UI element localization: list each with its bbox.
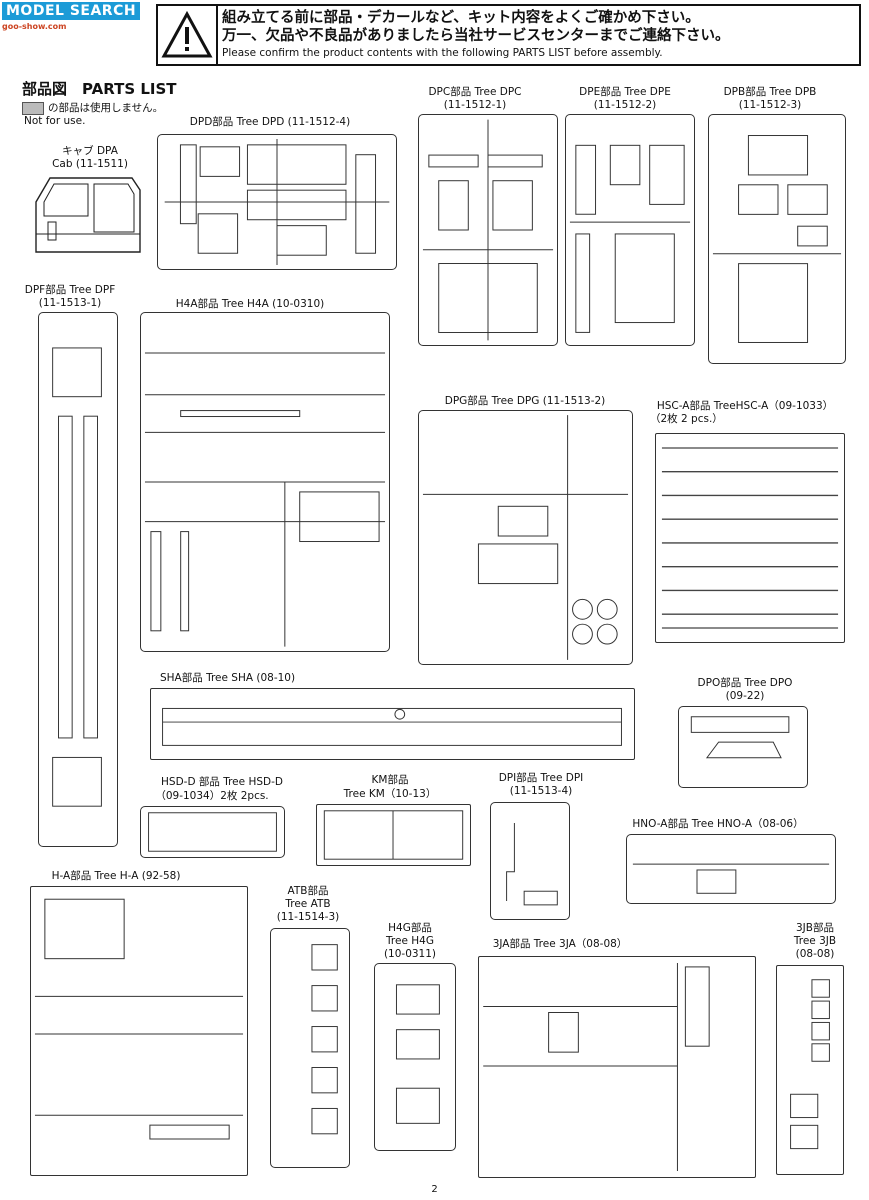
warning-banner: 組み立てる前に部品・デカールなど、キット内容をよくご確かめ下さい。 万一、欠品や… (156, 4, 861, 66)
tree-sha (150, 688, 635, 760)
tree-atb-code: Tree ATB (285, 898, 331, 910)
tree-3ja-name: 3JA部品 Tree 3JA（08-08） (492, 938, 628, 950)
tree-3jb-code: Tree 3JB (793, 935, 837, 947)
legend-jp: の部品は使用しません。 (48, 102, 164, 114)
tree-hsdd-name: HSD-D 部品 Tree HSD-D (161, 776, 283, 788)
tree-dpg-name: DPG部品 Tree DPG (11-1513-2) (444, 395, 606, 407)
page-title: 部品図 PARTS LIST (22, 80, 177, 98)
tree-h4a (140, 312, 390, 652)
tree-h4a-name: H4A部品 Tree H4A (10-0310) (175, 298, 325, 310)
tree-dpo (678, 706, 808, 788)
tree-km (316, 804, 471, 866)
tree-dpb-code: (11-1512-3) (738, 99, 802, 111)
tree-dpg (418, 410, 633, 665)
banner-jp-line-1: 組み立てる前に部品・デカールなど、キット内容をよくご確かめ下さい。 (222, 10, 700, 26)
tree-atb-name: ATB部品 (287, 885, 329, 897)
tree-hnoa (626, 834, 836, 904)
tree-km-code: Tree KM（10-13） (343, 788, 437, 800)
tree-3jb-name: 3JB部品 (796, 922, 834, 934)
tree-dpi (490, 802, 570, 920)
tree-dpd-name: DPD部品 Tree DPD (11-1512-4) (189, 116, 351, 128)
tree-ha (30, 886, 248, 1176)
watermark-logo: MODEL SEARCH (2, 2, 141, 20)
tree-dpc-name: DPC部品 Tree DPC (428, 86, 522, 98)
tree-dpf-code: (11-1513-1) (38, 297, 102, 309)
tree-dpi-name: DPI部品 Tree DPI (498, 772, 584, 784)
tree-dpe (565, 114, 695, 346)
tree-dpe-code: (11-1512-2) (593, 99, 657, 111)
tree-dpc (418, 114, 558, 346)
tree-h4g (374, 963, 456, 1151)
tree-dpa-name: キャブ DPA (62, 145, 118, 157)
tree-hsdd (140, 806, 285, 858)
tree-ha-name: H-A部品 Tree H-A (92-58) (51, 870, 181, 882)
tree-km-name: KM部品 (371, 774, 409, 786)
tree-dpb (708, 114, 846, 364)
tree-dpb-name: DPB部品 Tree DPB (723, 86, 817, 98)
tree-h4g-name: H4G部品 (388, 922, 432, 934)
cab-drawing (28, 172, 148, 260)
tree-3jb-code2: (08-08) (795, 948, 835, 960)
tree-dpf (38, 312, 118, 847)
watermark-url: goo-show.com (2, 22, 67, 31)
tree-sha-name: SHA部品 Tree SHA (08-10) (160, 672, 296, 684)
tree-hsca-name: HSC-A部品 TreeHSC-A（09-1033） (656, 400, 834, 412)
legend-en: Not for use. (24, 115, 86, 127)
tree-h4g-code2: (10-0311) (383, 948, 437, 960)
warning-icon (158, 6, 218, 64)
tree-dpf-name: DPF部品 Tree DPF (24, 284, 116, 296)
banner-en-line: Please confirm the product contents with… (222, 47, 663, 59)
tree-hnoa-name: HNO-A部品 Tree HNO-A（08-06） (632, 818, 804, 830)
tree-dpo-name: DPO部品 Tree DPO (697, 677, 793, 689)
tree-hsca (655, 433, 845, 643)
tree-dpc-code: (11-1512-1) (443, 99, 507, 111)
tree-dpi-code: (11-1513-4) (509, 785, 573, 797)
grey-swatch (22, 101, 44, 115)
tree-hsca-code: （2枚 2 pcs.） (650, 413, 723, 425)
tree-dpa-code: Cab (11-1511) (52, 158, 128, 170)
tree-dpd (157, 134, 397, 270)
tree-dpo-code: (09-22) (725, 690, 765, 702)
page-number: 2 (431, 1184, 438, 1195)
tree-atb-code2: (11-1514-3) (276, 911, 340, 923)
banner-jp-line-2: 万一、欠品や不良品がありましたら当社サービスセンターまでご連絡下さい。 (222, 28, 730, 44)
tree-3ja (478, 956, 756, 1178)
tree-3jb (776, 965, 844, 1175)
tree-hsdd-code: （09-1034）2枚 2pcs. (155, 790, 269, 802)
legend-not-used: の部品は使用しません。 (22, 100, 163, 115)
tree-atb (270, 928, 350, 1168)
tree-h4g-code: Tree H4G (386, 935, 434, 947)
tree-dpe-name: DPE部品 Tree DPE (579, 86, 671, 98)
